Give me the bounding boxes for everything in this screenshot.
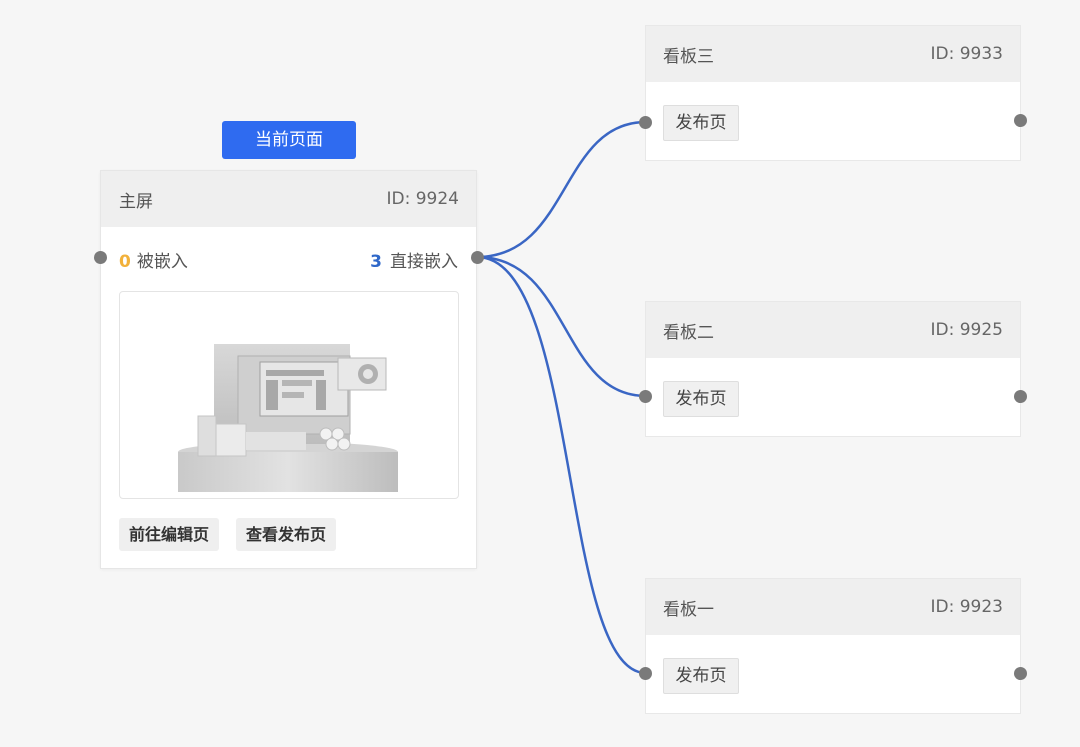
board-2-output-port[interactable]: [1014, 390, 1027, 403]
board-id: ID: 9933: [930, 44, 1004, 64]
board-title: 看板三: [663, 46, 714, 67]
link-to-board-1: [476, 255, 647, 675]
board-card[interactable]: 看板三 ID: 9933 发布页: [645, 25, 1021, 161]
board-id: ID: 9925: [930, 320, 1004, 340]
board-header: 看板一 ID: 9923: [646, 579, 1020, 635]
publish-page-button[interactable]: 发布页: [663, 381, 739, 417]
dashboard-illustration: [178, 344, 398, 492]
board-header: 看板三 ID: 9933: [646, 26, 1020, 82]
board-id: ID: 9923: [930, 597, 1004, 617]
current-page-tag: 当前页面: [222, 121, 356, 159]
main-node-id: ID: 9924: [386, 189, 460, 209]
main-node-title: 主屏: [119, 191, 153, 212]
board-header: 看板二 ID: 9925: [646, 302, 1020, 358]
board-title: 看板一: [663, 599, 714, 620]
main-node-input-port[interactable]: [94, 251, 107, 264]
go-to-edit-button[interactable]: 前往编辑页: [119, 518, 220, 551]
board-1-input-port[interactable]: [639, 667, 652, 680]
board-card[interactable]: 看板一 ID: 9923 发布页: [645, 578, 1021, 714]
main-node-header: 主屏 ID: 9924: [101, 171, 476, 227]
link-to-board-2: [476, 255, 647, 398]
page-preview-thumbnail: [119, 291, 459, 499]
main-node-output-port[interactable]: [471, 251, 484, 264]
board-3-input-port[interactable]: [639, 116, 652, 129]
embedded-by-count: 0: [119, 252, 131, 272]
board-card[interactable]: 看板二 ID: 9925 发布页: [645, 301, 1021, 437]
embedded-by-label: 被嵌入: [136, 252, 188, 272]
publish-page-button[interactable]: 发布页: [663, 105, 739, 141]
direct-embed-count: 3: [370, 252, 382, 272]
link-to-board-3: [476, 120, 647, 259]
main-node-actions: 前往编辑页 查看发布页: [119, 518, 337, 551]
view-publish-button[interactable]: 查看发布页: [236, 518, 337, 551]
board-3-output-port[interactable]: [1014, 114, 1027, 127]
publish-page-button[interactable]: 发布页: [663, 658, 739, 694]
direct-embed-label: 直接嵌入: [390, 252, 458, 272]
direct-embed-stat: 3 直接嵌入: [370, 247, 458, 272]
board-title: 看板二: [663, 322, 714, 343]
board-1-output-port[interactable]: [1014, 667, 1027, 680]
board-2-input-port[interactable]: [639, 390, 652, 403]
